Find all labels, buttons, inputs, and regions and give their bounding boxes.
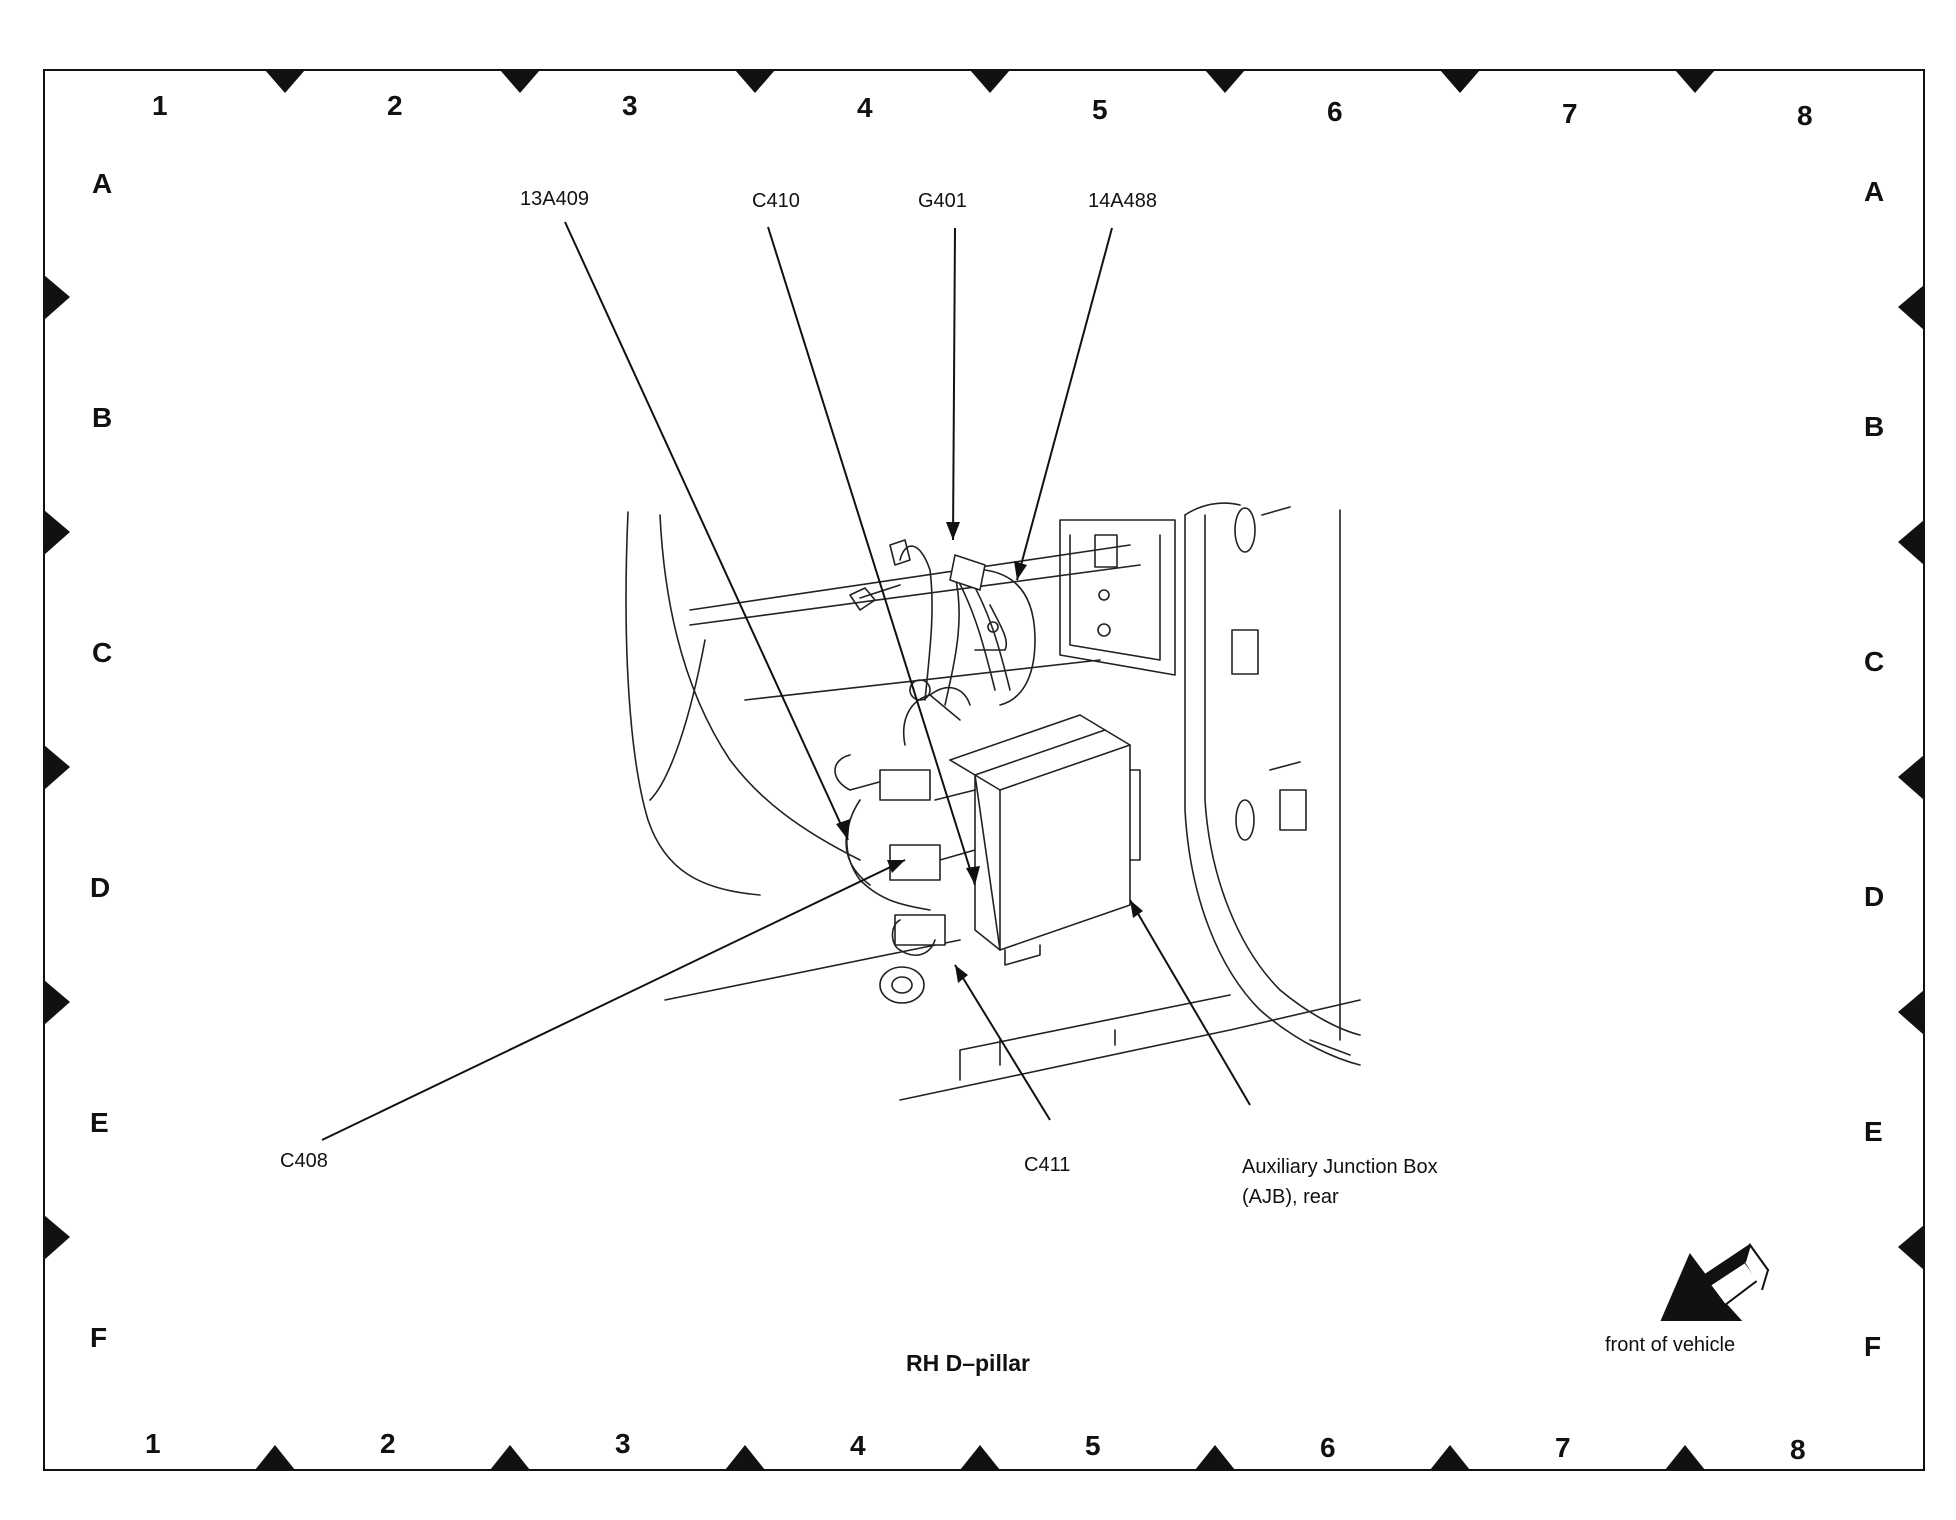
callout-13A409: 13A409 <box>520 188 589 210</box>
column-label-bottom-4: 4 <box>850 1430 866 1461</box>
column-label-bottom-5: 5 <box>1085 1430 1101 1461</box>
row-label-right-B: B <box>1864 411 1885 442</box>
column-label-bottom-7: 7 <box>1555 1432 1571 1463</box>
callout-C408: C408 <box>280 1150 328 1172</box>
diagram-border <box>43 69 1925 1471</box>
row-label-right-A: A <box>1864 176 1885 207</box>
grid-markers-right <box>1898 285 1924 1270</box>
column-label-top-8: 8 <box>1797 100 1813 131</box>
row-label-right-F: F <box>1864 1331 1882 1362</box>
column-label-bottom-2: 2 <box>380 1428 396 1459</box>
callout-C410: C410 <box>752 190 800 212</box>
column-label-bottom-8: 8 <box>1790 1434 1806 1465</box>
row-label-left-C: C <box>92 637 113 668</box>
front-of-vehicle-arrow-icon <box>1660 1242 1770 1321</box>
grid-markers-left <box>44 275 70 1260</box>
column-label-bottom-3: 3 <box>615 1428 631 1459</box>
column-label-top-4: 4 <box>857 92 873 123</box>
column-label-bottom-1: 1 <box>145 1428 161 1459</box>
front-of-vehicle-label: front of vehicle <box>1605 1334 1736 1356</box>
callout-auxiliary-junction-box: Auxiliary Junction Box (AJB), rear <box>1242 1156 1438 1208</box>
column-label-top-6: 6 <box>1327 96 1343 127</box>
row-label-left-E: E <box>90 1107 109 1138</box>
pillar-illustration <box>625 502 1361 1101</box>
row-label-left-D: D <box>90 872 111 903</box>
column-label-bottom-6: 6 <box>1320 1432 1336 1463</box>
row-label-right-E: E <box>1864 1116 1883 1147</box>
column-label-top-7: 7 <box>1562 98 1578 129</box>
grid-markers-top <box>265 70 1715 93</box>
leader-arrowheads <box>836 522 1143 983</box>
row-label-right-D: D <box>1864 881 1885 912</box>
column-label-top-2: 2 <box>387 90 403 121</box>
leader-lines <box>321 221 1251 1141</box>
column-label-top-3: 3 <box>622 90 638 121</box>
row-label-left-F: F <box>90 1322 108 1353</box>
grid-markers-bottom <box>255 1445 1705 1470</box>
callout-14A488: 14A488 <box>1088 190 1157 212</box>
row-label-left-B: B <box>92 402 113 433</box>
row-label-left-A: A <box>92 168 113 199</box>
column-label-top-5: 5 <box>1092 94 1108 125</box>
callout-C411: C411 <box>1024 1154 1071 1176</box>
diagram-title: RH D–pillar <box>906 1350 1030 1376</box>
row-label-right-C: C <box>1864 646 1885 677</box>
callout-G401: G401 <box>918 190 967 212</box>
column-label-top-1: 1 <box>152 90 168 121</box>
